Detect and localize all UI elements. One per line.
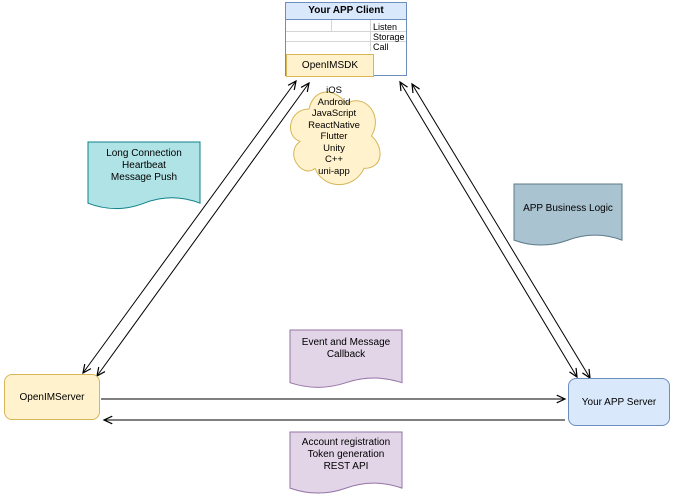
- edge-appserver-client-b: [411, 82, 591, 380]
- account-rest-callout-shape: [289, 431, 403, 494]
- client-row-call: Call: [373, 42, 389, 52]
- platform-item: Flutter: [320, 131, 348, 142]
- platform-list: iOS Android JavaScript ReactNative Flutt…: [284, 85, 384, 177]
- openim-server-node: OpenIMServer: [4, 374, 100, 420]
- platform-item: Unity: [323, 142, 345, 154]
- platform-item: Android: [317, 96, 351, 108]
- client-grid-line: [286, 31, 406, 32]
- callout-line: Token generation: [307, 449, 385, 460]
- callout-line: Heartbeat: [122, 160, 166, 171]
- long-connection-callout-text: Long Connection Heartbeat Message Push: [88, 148, 200, 184]
- platform-item: iOS: [326, 85, 342, 96]
- edge-openimserver-client-a: [82, 79, 297, 375]
- callout-line: Event and Message: [301, 337, 391, 348]
- client-grid-line: [331, 20, 332, 31]
- platform-item: ReactNative: [308, 119, 360, 131]
- callout-line: Callback: [326, 349, 366, 360]
- callout-line: APP Business Logic: [523, 203, 613, 214]
- platform-item: JavaScript: [311, 108, 357, 119]
- client-title: Your APP Client: [286, 3, 406, 20]
- openimsdk-node: OpenIMSDK: [286, 54, 374, 77]
- callout-line: Long Connection: [106, 148, 182, 159]
- client-grid-line: [370, 20, 371, 51]
- event-callback-callout-text: Event and Message Callback: [290, 337, 402, 361]
- client-row-storage: Storage: [373, 32, 405, 42]
- client-grid-line: [286, 41, 406, 42]
- callout-line: Account registration: [301, 437, 391, 448]
- callout-line: Message Push: [110, 172, 178, 183]
- account-rest-callout-text: Account registration Token generation RE…: [290, 437, 402, 473]
- callout-line: REST API: [323, 461, 369, 472]
- your-app-server-node: Your APP Server: [568, 378, 670, 426]
- platform-item: uni-app: [318, 165, 350, 177]
- client-row-listen: Listen: [373, 22, 398, 32]
- platform-item: C++: [325, 154, 343, 165]
- edge-openimserver-client-b: [96, 81, 310, 378]
- event-callback-callout-shape: [289, 329, 403, 388]
- app-business-logic-callout-text: APP Business Logic: [514, 203, 622, 215]
